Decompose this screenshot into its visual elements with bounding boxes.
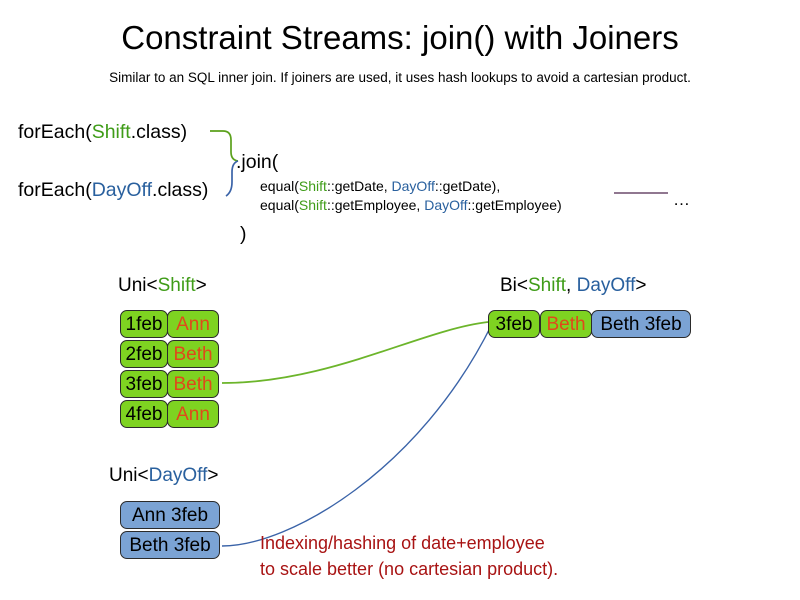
bi-label-prefix: Bi< <box>500 275 528 296</box>
shift-row-2-date[interactable]: 3feb <box>120 370 168 398</box>
connector-dayoff-to-bi <box>221 323 493 547</box>
shift-row-3-date[interactable]: 4feb <box>120 400 168 428</box>
joiner-1-right-type: DayOff <box>424 197 468 213</box>
label-uni-shift: Uni<Shift> <box>118 274 207 298</box>
joiner-0-right-ref: ::getDate), <box>434 178 501 194</box>
joiner-0-left-type: Shift <box>298 178 327 194</box>
code-ellipsis: … <box>673 190 692 209</box>
cell-text: 2feb <box>125 343 163 365</box>
bi-tuple-dayoff[interactable]: Beth 3feb <box>591 310 691 338</box>
shift-row-0-date[interactable]: 1feb <box>120 310 168 338</box>
cell-text: 1feb <box>125 313 163 335</box>
code-join-close: ) <box>240 223 247 245</box>
dayoff-row-1[interactable]: Beth 3feb <box>120 531 220 559</box>
dayoff-row-0[interactable]: Ann 3feb <box>120 501 220 529</box>
joiner-0-left-ref: ::getDate, <box>326 178 392 194</box>
shift-row-0-employee[interactable]: Ann <box>167 310 219 338</box>
brace-shift-to-join <box>210 130 239 162</box>
note-line-1: Indexing/hashing of date+employee <box>260 533 545 553</box>
cell-text: Beth 3feb <box>129 534 211 556</box>
uni-shift-label-suffix: > <box>195 275 207 296</box>
bi-label-suffix: > <box>635 275 647 296</box>
uni-shift-label-type: Shift <box>157 275 196 296</box>
uni-dayoff-label-type: DayOff <box>148 465 208 486</box>
foreach-shift-suffix: .class) <box>130 121 188 143</box>
foreach-dayoff-suffix: .class) <box>152 179 209 201</box>
code-joiner-equal-employee: equal(Shift::getEmployee, DayOff::getEmp… <box>260 196 562 215</box>
joiner-1-left-ref: ::getEmployee, <box>326 197 425 213</box>
bi-label-type-a: Shift <box>528 275 567 296</box>
joiner-1-right-ref: ::getEmployee) <box>467 197 562 213</box>
joiner-1-left-type: Shift <box>298 197 327 213</box>
bi-tuple-shift-employee[interactable]: Beth <box>540 310 592 338</box>
label-uni-dayoff: Uni<DayOff> <box>109 464 219 488</box>
code-foreach-dayoff: forEach(DayOff.class) <box>18 178 208 202</box>
cell-text: Beth <box>173 343 213 365</box>
note-line-2: to scale better (no cartesian product). <box>260 559 559 579</box>
foreach-dayoff-type: DayOff <box>91 179 153 201</box>
cell-text: Beth <box>546 313 586 335</box>
bi-tuple-shift-date[interactable]: 3feb <box>488 310 540 338</box>
page-title: Constraint Streams: join() with Joiners <box>121 19 679 56</box>
shift-row-2-employee[interactable]: Beth <box>167 370 219 398</box>
code-foreach-shift: forEach(Shift.class) <box>18 120 187 144</box>
page-subtitle: Similar to an SQL inner join. If joiners… <box>109 70 691 85</box>
joiner-0-prefix: equal( <box>260 178 299 194</box>
bi-label-separator: , <box>566 275 577 296</box>
cell-text: Beth 3feb <box>600 313 682 335</box>
cell-text: Ann 3feb <box>131 504 209 526</box>
shift-row-1-employee[interactable]: Beth <box>167 340 219 368</box>
foreach-shift-type: Shift <box>91 121 131 143</box>
cell-text: Beth <box>173 373 213 395</box>
bi-label-type-b: DayOff <box>576 275 636 296</box>
cell-text: 3feb <box>495 313 533 335</box>
shift-row-3-employee[interactable]: Ann <box>167 400 219 428</box>
foreach-shift-prefix: forEach( <box>18 121 92 143</box>
code-join-open: .join( <box>236 151 279 173</box>
label-bi-join: Bi<Shift, DayOff> <box>500 274 646 298</box>
cell-text: Ann <box>176 403 210 425</box>
code-joiner-equal-date: equal(Shift::getDate, DayOff::getDate), <box>260 177 500 196</box>
foreach-dayoff-prefix: forEach( <box>18 179 92 201</box>
cell-text: 4feb <box>125 403 163 425</box>
shift-row-1-date[interactable]: 2feb <box>120 340 168 368</box>
uni-shift-label-prefix: Uni< <box>118 275 158 296</box>
joiner-1-prefix: equal( <box>260 197 299 213</box>
uni-dayoff-label-suffix: > <box>207 465 219 486</box>
connector-shift-to-bi <box>221 321 489 384</box>
cell-text: 3feb <box>125 373 163 395</box>
cell-text: Ann <box>176 313 210 335</box>
joiner-0-right-type: DayOff <box>391 178 435 194</box>
uni-dayoff-label-prefix: Uni< <box>109 465 149 486</box>
